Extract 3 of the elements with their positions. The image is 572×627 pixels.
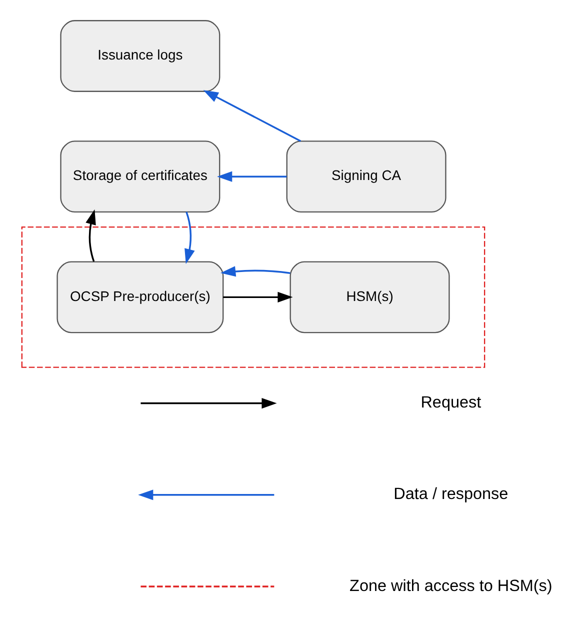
legend-label: Request — [420, 393, 482, 412]
legend-label: Zone with access to HSM(s) — [350, 576, 552, 594]
legend-label: Data / response — [394, 484, 508, 503]
